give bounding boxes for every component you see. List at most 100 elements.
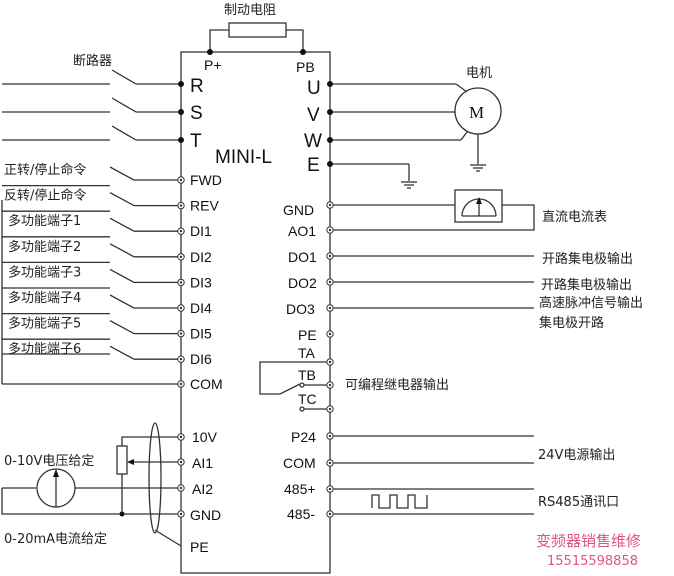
terminal-pe-left: PE	[190, 539, 209, 555]
terminal-do1: DO1	[288, 249, 317, 265]
output-wiring	[259, 189, 535, 515]
digital-inputs: 正转/停止命令FWD反转/停止命令REV多功能端子1DI1多功能端子2DI2多功…	[2, 162, 222, 367]
digital-input-label: 多功能端子1	[8, 213, 81, 229]
digital-input-terminal: DI4	[190, 300, 212, 316]
digital-input-terminal: DI1	[190, 223, 212, 239]
motor-label: 电机	[466, 66, 492, 81]
power-output-label: 24V电源输出	[538, 447, 615, 463]
do1-label: 开路集电极输出	[542, 251, 633, 267]
digital-input-terminal: DI6	[190, 351, 212, 367]
terminal-v: V	[307, 105, 320, 126]
terminal-485-plus: 485+	[284, 481, 316, 497]
watermark-phone: 15515598858	[547, 554, 638, 569]
terminal-tc: TC	[298, 391, 317, 407]
digital-input-label: 正转/停止命令	[4, 162, 86, 178]
terminal-dot	[326, 485, 334, 493]
breaker-label: 断路器	[73, 53, 112, 69]
brake-resistor	[207, 22, 306, 55]
terminal-dot	[177, 355, 185, 363]
terminal-dot	[177, 458, 185, 466]
digital-input-label: 多功能端子4	[8, 290, 81, 306]
voltage-input-label: 0-10V电压给定	[4, 454, 94, 469]
terminal-pe-right: PE	[298, 327, 317, 343]
breaker-lines	[2, 69, 184, 143]
do3-label-line1: 高速脉冲信号输出	[539, 295, 643, 311]
do2-label: 开路集电极输出	[541, 277, 632, 293]
terminal-dot	[326, 304, 334, 312]
terminal-10v: 10V	[192, 429, 218, 445]
digital-input-terminal: REV	[190, 198, 219, 214]
terminal-e: E	[307, 155, 320, 176]
terminal-t: T	[190, 131, 202, 152]
digital-input-terminal: DI5	[190, 326, 212, 342]
digital-input-row: 反转/停止命令 REV	[2, 184, 219, 214]
terminal-ao1: AO1	[288, 223, 316, 239]
terminal-dot	[326, 278, 334, 286]
terminal-ai2: AI2	[192, 481, 213, 497]
model-title: MINI-L	[215, 147, 272, 168]
digital-input-label: 多功能端子5	[8, 316, 81, 332]
digital-input-row: 正转/停止命令 FWD	[4, 162, 222, 188]
current-input-label: 0-20mA电流给定	[4, 532, 107, 547]
terminal-dot	[177, 484, 185, 492]
digital-input-label: 多功能端子3	[8, 264, 81, 280]
terminal-dot	[177, 176, 185, 184]
terminal-dot	[177, 304, 185, 312]
terminal-485-minus: 485-	[287, 506, 315, 522]
terminal-do3: DO3	[286, 301, 315, 317]
terminal-gnd-left: GND	[190, 507, 221, 523]
terminal-dot	[177, 329, 185, 338]
terminal-com-left: COM	[190, 376, 223, 392]
do3-label-line2: 集电极开路	[539, 315, 604, 331]
rs485-label: RS485通讯口	[538, 495, 619, 510]
terminal-dot	[177, 253, 185, 261]
terminal-p-plus: P+	[204, 57, 222, 73]
brake-resistor-label: 制动电阻	[224, 3, 276, 18]
terminal-dot	[326, 510, 334, 518]
terminal-dot	[326, 226, 334, 234]
digital-input-label: 多功能端子6	[8, 341, 81, 357]
terminal-dot	[326, 381, 334, 389]
terminal-dot	[177, 201, 185, 210]
terminal-p24: P24	[291, 429, 316, 445]
terminal-dot	[177, 510, 185, 518]
terminal-r: R	[190, 76, 204, 97]
motor-symbol: M	[469, 103, 484, 122]
watermark-title: 变频器销售维修	[536, 532, 641, 550]
terminal-dot	[326, 405, 334, 413]
terminal-u: U	[307, 78, 321, 99]
terminal-dot	[177, 278, 185, 287]
terminal-dot	[326, 252, 334, 260]
terminal-dot	[326, 459, 334, 467]
terminal-tb: TB	[298, 367, 316, 383]
terminal-do2: DO2	[288, 275, 317, 291]
inverter-box	[180, 51, 331, 574]
dc-meter-label: 直流电流表	[542, 210, 607, 225]
digital-input-terminal: DI2	[190, 249, 212, 265]
com-wiring	[1, 200, 185, 388]
terminal-pb: PB	[296, 59, 315, 75]
digital-input-label: 多功能端子2	[8, 239, 81, 255]
relay-label: 可编程继电器输出	[345, 377, 449, 393]
digital-input-terminal: DI3	[190, 274, 212, 290]
digital-input-terminal: FWD	[190, 172, 222, 188]
terminal-com-right: COM	[283, 455, 316, 471]
terminal-w: W	[304, 131, 322, 152]
terminal-dot	[326, 432, 334, 440]
terminal-dot	[177, 433, 185, 441]
terminal-ta: TA	[298, 345, 316, 361]
digital-input-label: 反转/停止命令	[4, 188, 86, 204]
motor-wiring	[327, 81, 502, 189]
terminal-dot	[177, 227, 185, 235]
analog-input-wiring	[1, 422, 182, 547]
terminal-ai1: AI1	[192, 455, 213, 471]
terminal-s: S	[190, 103, 203, 124]
terminal-dot	[326, 358, 334, 366]
